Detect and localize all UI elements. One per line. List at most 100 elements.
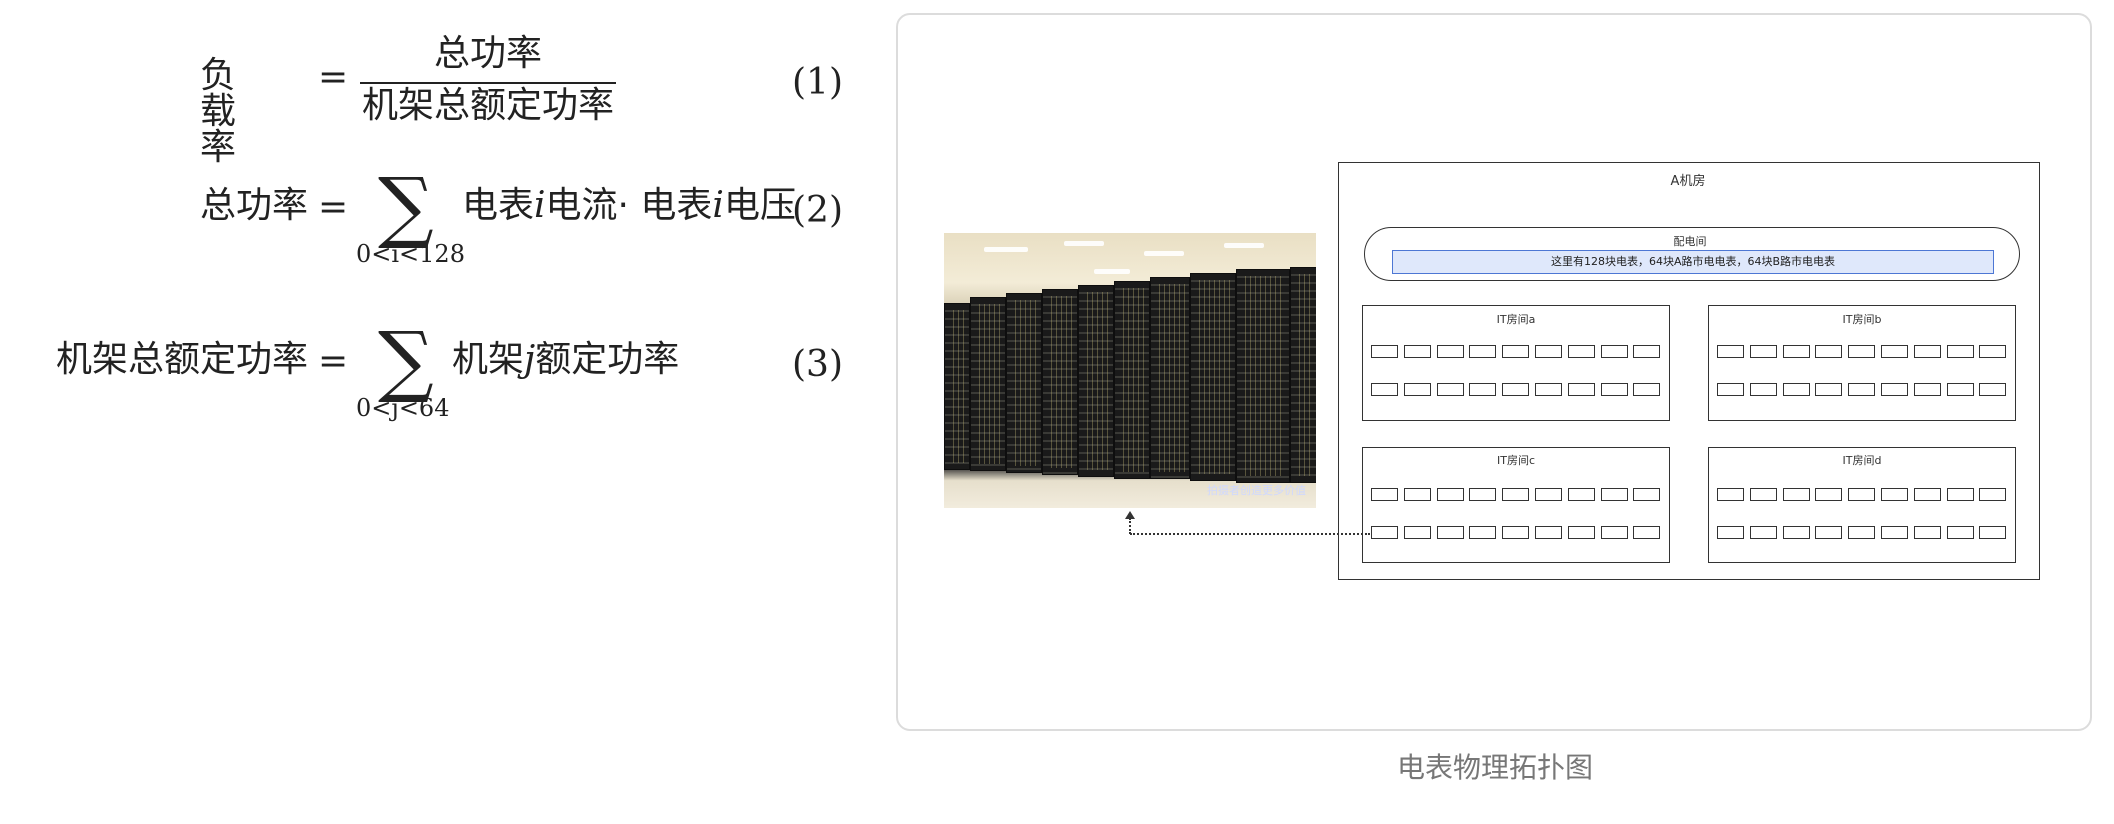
meter-box [1848, 345, 1876, 358]
it-room-d [1708, 447, 2016, 563]
server-rack [1078, 285, 1114, 477]
meter-box [1979, 526, 2007, 539]
eq2-number: (2) [792, 190, 843, 231]
it-room-b-label: IT房间b [1842, 313, 1882, 326]
ceiling-light [1144, 251, 1184, 256]
meter-box [1749, 488, 1777, 501]
meter-box [1946, 383, 1974, 396]
meter-box [1979, 488, 2007, 501]
ceiling-light [1094, 269, 1130, 274]
it-room-c [1362, 447, 1670, 563]
meter-box [1782, 526, 1810, 539]
meter-box [1913, 383, 1941, 396]
meter-box [1469, 345, 1497, 358]
meter-box [1600, 383, 1628, 396]
meter-box [1371, 488, 1398, 501]
eq2-sum-lower: 0<i<128 [356, 240, 465, 268]
eq2-term-a: 电表 [462, 185, 535, 226]
ceiling-light [1224, 243, 1264, 248]
eq1-denominator: 机架总额定功率 [361, 85, 614, 126]
meter-box [1436, 383, 1464, 396]
meter-box [1502, 345, 1530, 358]
eq3-number: (3) [792, 344, 843, 385]
meter-box [1535, 488, 1562, 501]
eq2-var-i-2: i [712, 185, 724, 226]
meter-box [1749, 345, 1777, 358]
meter-box [1881, 526, 1908, 539]
connector-line-vertical [1129, 518, 1131, 534]
meter-box [1567, 488, 1595, 501]
meter-box [1782, 345, 1810, 358]
server-rack [1190, 273, 1236, 481]
eq3-equals: = [318, 341, 349, 382]
meter-box [1403, 488, 1431, 501]
meter-box [1848, 383, 1876, 396]
meter-box [1913, 345, 1941, 358]
eq2-sum-symbol: ∑ [378, 162, 434, 252]
server-rack [1042, 289, 1078, 475]
meter-box [1782, 488, 1810, 501]
server-rack-photo: 拍摄者创造更多价值 [944, 233, 1316, 508]
it-room-a [1362, 305, 1670, 421]
meter-box [1371, 383, 1398, 396]
eq2-lhs: 总功率 [200, 185, 309, 226]
server-rack [970, 297, 1006, 471]
meter-box [1913, 488, 1941, 501]
meter-box [1535, 383, 1562, 396]
eq3-sum-symbol: ∑ [378, 316, 434, 406]
it-room-d-label: IT房间d [1842, 454, 1882, 467]
meter-box [1717, 526, 1744, 539]
meter-box [1881, 345, 1908, 358]
meter-box [1502, 488, 1530, 501]
it-room-c-label: IT房间c [1496, 454, 1535, 467]
meter-box [1633, 383, 1661, 396]
meter-box [1848, 526, 1876, 539]
meter-box [1502, 526, 1530, 539]
meter-box [1403, 345, 1431, 358]
ceiling-light [1064, 241, 1104, 246]
meter-box [1913, 526, 1941, 539]
meter-box [1403, 383, 1431, 396]
meter-box [1815, 383, 1843, 396]
meter-box [1815, 488, 1843, 501]
meter-box [1567, 526, 1595, 539]
meter-box [1469, 383, 1497, 396]
eq3-lhs: 机架总额定功率 [56, 339, 309, 380]
meter-box [1633, 345, 1661, 358]
eq2-var-i: i [534, 185, 546, 226]
meter-box [1979, 345, 2007, 358]
eq1-fraction-bar [360, 82, 616, 84]
meter-box [1717, 488, 1744, 501]
it-room-a-label: IT房间a [1496, 313, 1536, 326]
meter-box [1600, 345, 1628, 358]
eq3-term-b: 额定功率 [535, 339, 680, 380]
meter-box [1567, 345, 1595, 358]
meter-box [1848, 488, 1876, 501]
meter-box [1749, 383, 1777, 396]
eq3-term-a: 机架 [452, 339, 525, 380]
meter-box [1633, 488, 1661, 501]
meter-box [1600, 526, 1628, 539]
connector-line [1130, 533, 1370, 535]
meter-box [1815, 526, 1843, 539]
power-room-label: 配电间 [1673, 235, 1707, 248]
server-rack [1236, 269, 1290, 483]
meter-box [1979, 383, 2007, 396]
meter-box [1881, 383, 1908, 396]
eq3-sum-lower: 0<j<64 [356, 394, 450, 422]
meter-box [1436, 488, 1464, 501]
server-rack [1006, 293, 1042, 473]
meter-box [1782, 383, 1810, 396]
meter-box [1749, 526, 1777, 539]
meter-box [1600, 488, 1628, 501]
meter-box [1502, 383, 1530, 396]
eq2-equals: = [318, 187, 349, 228]
eq3-var-j: j [524, 339, 536, 380]
meter-box [1946, 526, 1974, 539]
eq1-number: (1) [792, 62, 843, 103]
eq3-body: 机架j额定功率 [452, 342, 679, 378]
meter-box [1881, 488, 1908, 501]
server-rack [944, 303, 970, 470]
meter-box [1535, 345, 1562, 358]
meter-box [1371, 345, 1398, 358]
